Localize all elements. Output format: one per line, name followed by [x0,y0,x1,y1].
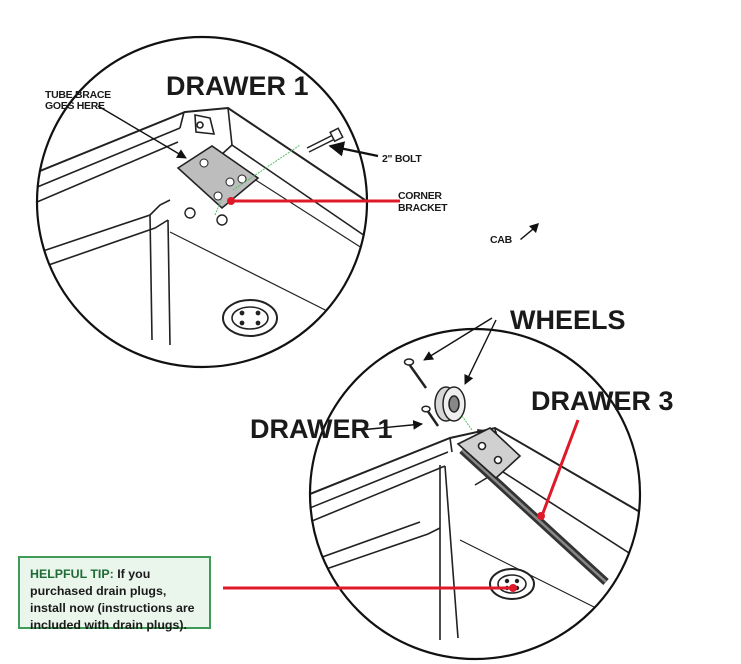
label-cab: CAB [490,234,513,246]
label-drawer1-bottom: DRAWER 1 [250,414,393,444]
bottom-detail-circle [308,327,642,661]
label-drawer3: DRAWER 3 [531,386,674,416]
leader-drawer3 [541,419,580,514]
top-detail-circle [35,35,369,369]
helpful-tip-box: HELPFUL TIP: If you purchased drain plug… [18,556,211,632]
leader-tube-brace [97,105,187,159]
label-drawer1-top: DRAWER 1 [166,71,309,101]
wheel-bolt-top [403,358,428,389]
label-tube-brace-1: TUBE BRACE [45,89,111,101]
wheel-bolt-bottom [421,405,440,427]
leader-wheels-1 [423,317,493,361]
label-bolt: 2" BOLT [382,153,422,165]
wheel-assembly [403,358,473,431]
label-corner-bracket-1: CORNER [398,190,442,202]
label-tube-brace-2: GOES HERE [45,100,105,112]
leader-bolt [328,141,379,158]
label-wheels: WHEELS [510,305,626,335]
leader-wheels-2 [464,319,497,385]
leader-lines [97,105,580,592]
label-corner-bracket-2: BRACKET [398,202,448,214]
wheel [434,386,466,422]
cab-arrow-icon [520,223,539,240]
tip-text: If you purchased drain plugs, install no… [30,567,195,632]
leader-drawer1-bottom [359,419,423,431]
tip-heading: HELPFUL TIP: [30,567,114,581]
